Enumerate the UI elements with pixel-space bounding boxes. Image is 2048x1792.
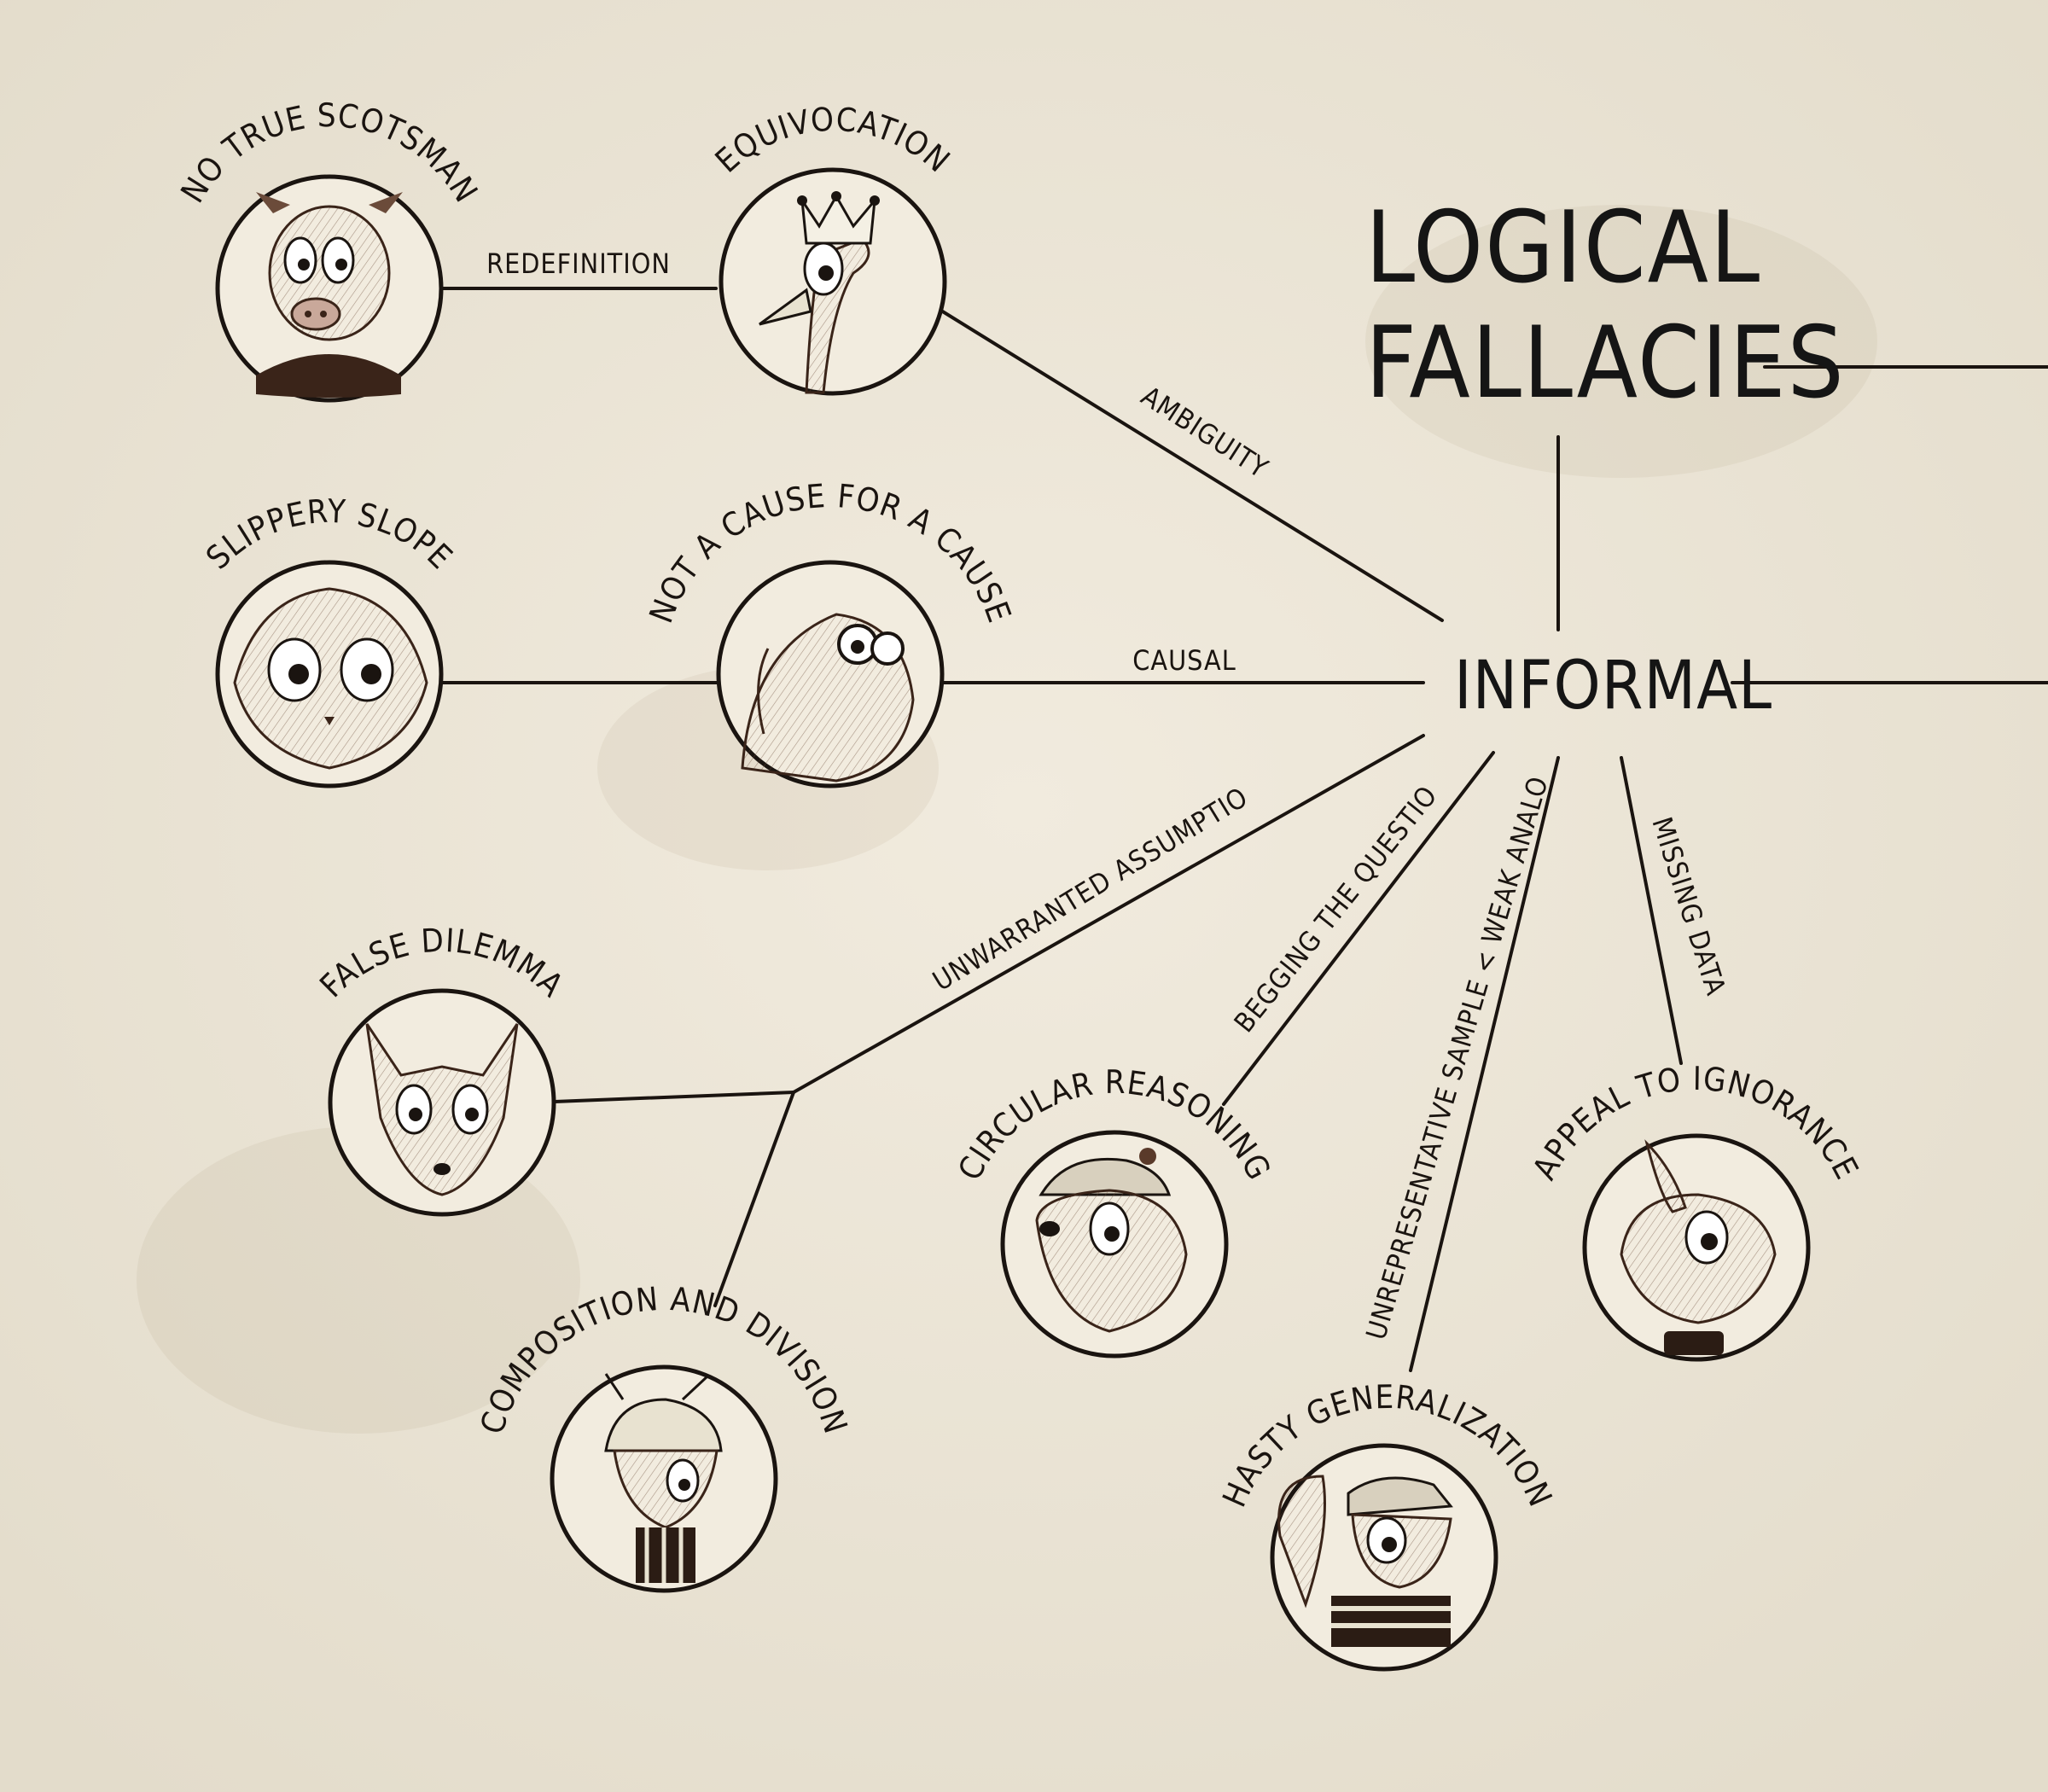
informal-hub-label[interactable]: INFORMAL bbox=[1454, 648, 1772, 724]
edge-label-redefinition: REDEFINITION bbox=[486, 247, 671, 280]
diagram-title-line2: FALLACIES bbox=[1365, 305, 1846, 421]
diagram-title-line1: LOGICAL bbox=[1365, 190, 1761, 305]
edge-label-causal: CAUSAL bbox=[1132, 644, 1236, 677]
